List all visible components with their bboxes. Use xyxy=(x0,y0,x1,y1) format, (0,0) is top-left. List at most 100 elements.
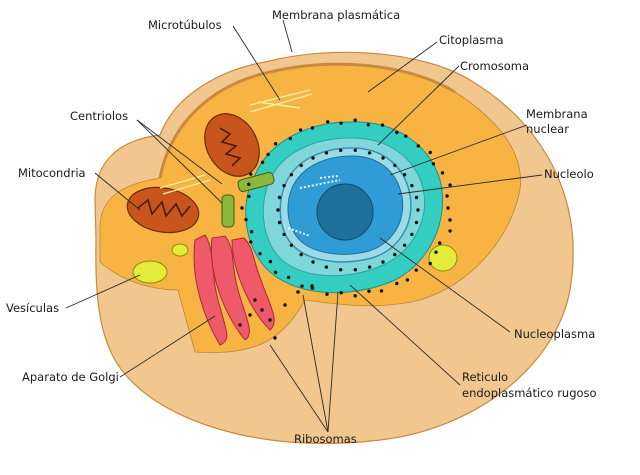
ribosome-dot xyxy=(446,206,450,210)
chromosome-strand xyxy=(299,179,341,189)
ribosome-dot xyxy=(273,336,277,340)
ribosome-dot xyxy=(266,152,270,157)
label-membrana-nuclear-line2: nuclear xyxy=(526,122,569,136)
ribosome-dot xyxy=(381,156,385,160)
ribosome-dot xyxy=(380,123,385,127)
ribosome-dot xyxy=(367,289,371,293)
vesicle xyxy=(171,243,189,257)
ribosome-dot xyxy=(381,260,385,264)
ribosome-dot xyxy=(428,261,432,266)
label-mitocondria: Mitocondria xyxy=(18,166,86,180)
ribosome-dot xyxy=(277,220,282,225)
ribosome-dot xyxy=(282,183,286,188)
ribosome-dot xyxy=(448,229,452,233)
ribosome-dot xyxy=(296,290,300,294)
ribosome-dot xyxy=(402,173,407,177)
ribosome-dot xyxy=(395,281,399,286)
ribosome-dot xyxy=(393,252,397,257)
golgi-apparatus xyxy=(193,234,275,346)
ribosome-dot xyxy=(250,230,254,234)
ribosome-dot xyxy=(405,278,410,282)
ribosome-dot xyxy=(445,194,449,198)
ribosome-dot xyxy=(393,163,397,168)
ribosome-dot xyxy=(310,126,315,130)
ribosome-dot xyxy=(353,294,357,298)
ribosome-dot xyxy=(253,298,257,302)
ribosome-dot xyxy=(379,289,384,293)
ribosome-dot xyxy=(438,241,442,245)
ribosome-dot xyxy=(288,136,292,141)
ribosome-dot xyxy=(298,128,303,132)
ribosome-dot xyxy=(240,206,244,210)
ribosome-dot xyxy=(326,120,330,124)
ribosome-dot xyxy=(286,275,291,280)
ribosome-dot xyxy=(289,173,294,177)
ribosome-dot xyxy=(247,194,251,199)
ribosome-dot xyxy=(353,118,357,122)
nucleolus xyxy=(316,183,374,241)
ribosome-dot xyxy=(311,156,315,160)
ribosome-dot xyxy=(273,270,278,274)
ribosome-dot xyxy=(414,195,419,200)
ribosome-dot xyxy=(289,243,294,247)
label-aparato-golgi: Aparato de Golgi xyxy=(22,370,119,384)
ribosome-dot xyxy=(249,172,253,176)
golgi-cisterna xyxy=(210,235,250,341)
centriole xyxy=(221,194,235,228)
ribosome-dot xyxy=(440,171,445,175)
ribosome-dot xyxy=(276,208,280,212)
ribosome-dot xyxy=(249,240,253,244)
mitochondrion-upper xyxy=(204,113,260,177)
golgi-cisterna xyxy=(231,237,275,331)
centriole xyxy=(237,171,275,193)
label-centriolos: Centriolos xyxy=(70,109,128,123)
microtubules xyxy=(159,89,313,195)
ribosome-dot xyxy=(353,148,357,152)
ribosome-dot xyxy=(324,265,329,269)
ribosome-dot xyxy=(248,313,252,317)
label-reticulo-line2: endoplasmático rugoso xyxy=(462,386,597,400)
ribosome-dot xyxy=(277,195,282,200)
ribosome-dot xyxy=(247,182,251,186)
mitochondrion-lower-cristae xyxy=(137,198,191,218)
ribosome-dot xyxy=(428,150,432,155)
leader-lines xyxy=(65,19,543,433)
ribosome-dot xyxy=(268,259,273,264)
ribosome-dot xyxy=(431,162,436,166)
mitochondrion-upper-cristae xyxy=(219,127,242,167)
mitochondrion-lower xyxy=(126,186,200,234)
ribosome-dot xyxy=(414,268,418,272)
ribosome-dot xyxy=(299,163,303,168)
ribosome-dot xyxy=(283,303,287,307)
chromosome-strand xyxy=(319,175,339,179)
ribosome-dot xyxy=(260,308,264,312)
vesicle xyxy=(132,260,168,284)
ribosome-dot xyxy=(324,151,329,155)
ribosome-dot xyxy=(258,252,262,256)
label-vesiculas: Vesículas xyxy=(6,301,59,315)
vesicle xyxy=(428,244,458,272)
ribosome-dot xyxy=(434,250,438,254)
ribosome-dot xyxy=(339,268,343,272)
ribosome-dot xyxy=(448,183,452,187)
ribosome-dot xyxy=(353,268,357,272)
ribosome-dot xyxy=(367,151,372,155)
ribosome-dot xyxy=(339,148,343,152)
label-ribosomas: Ribosomas xyxy=(294,432,357,446)
label-membrana-plasmatica: Membrana plasmática xyxy=(272,8,400,22)
ribosome-dot xyxy=(282,232,286,237)
label-nucleoplasma: Nucleoplasma xyxy=(514,327,595,341)
ribosome-dot xyxy=(366,123,370,127)
ribosome-dot xyxy=(416,208,420,212)
ribosome-dot xyxy=(410,183,414,188)
label-cromosoma: Cromosoma xyxy=(460,59,529,73)
ribosome-dot xyxy=(310,284,314,288)
label-microtubulos: Microtúbulos xyxy=(148,18,222,32)
label-nucleolo: Nucleolo xyxy=(544,167,594,181)
ribosome-dot xyxy=(238,323,242,327)
ribosome-dot xyxy=(273,142,278,146)
ribosomes xyxy=(238,118,452,340)
label-reticulo-line1: Reticulo xyxy=(462,370,508,384)
ribosome-dot xyxy=(448,218,452,222)
